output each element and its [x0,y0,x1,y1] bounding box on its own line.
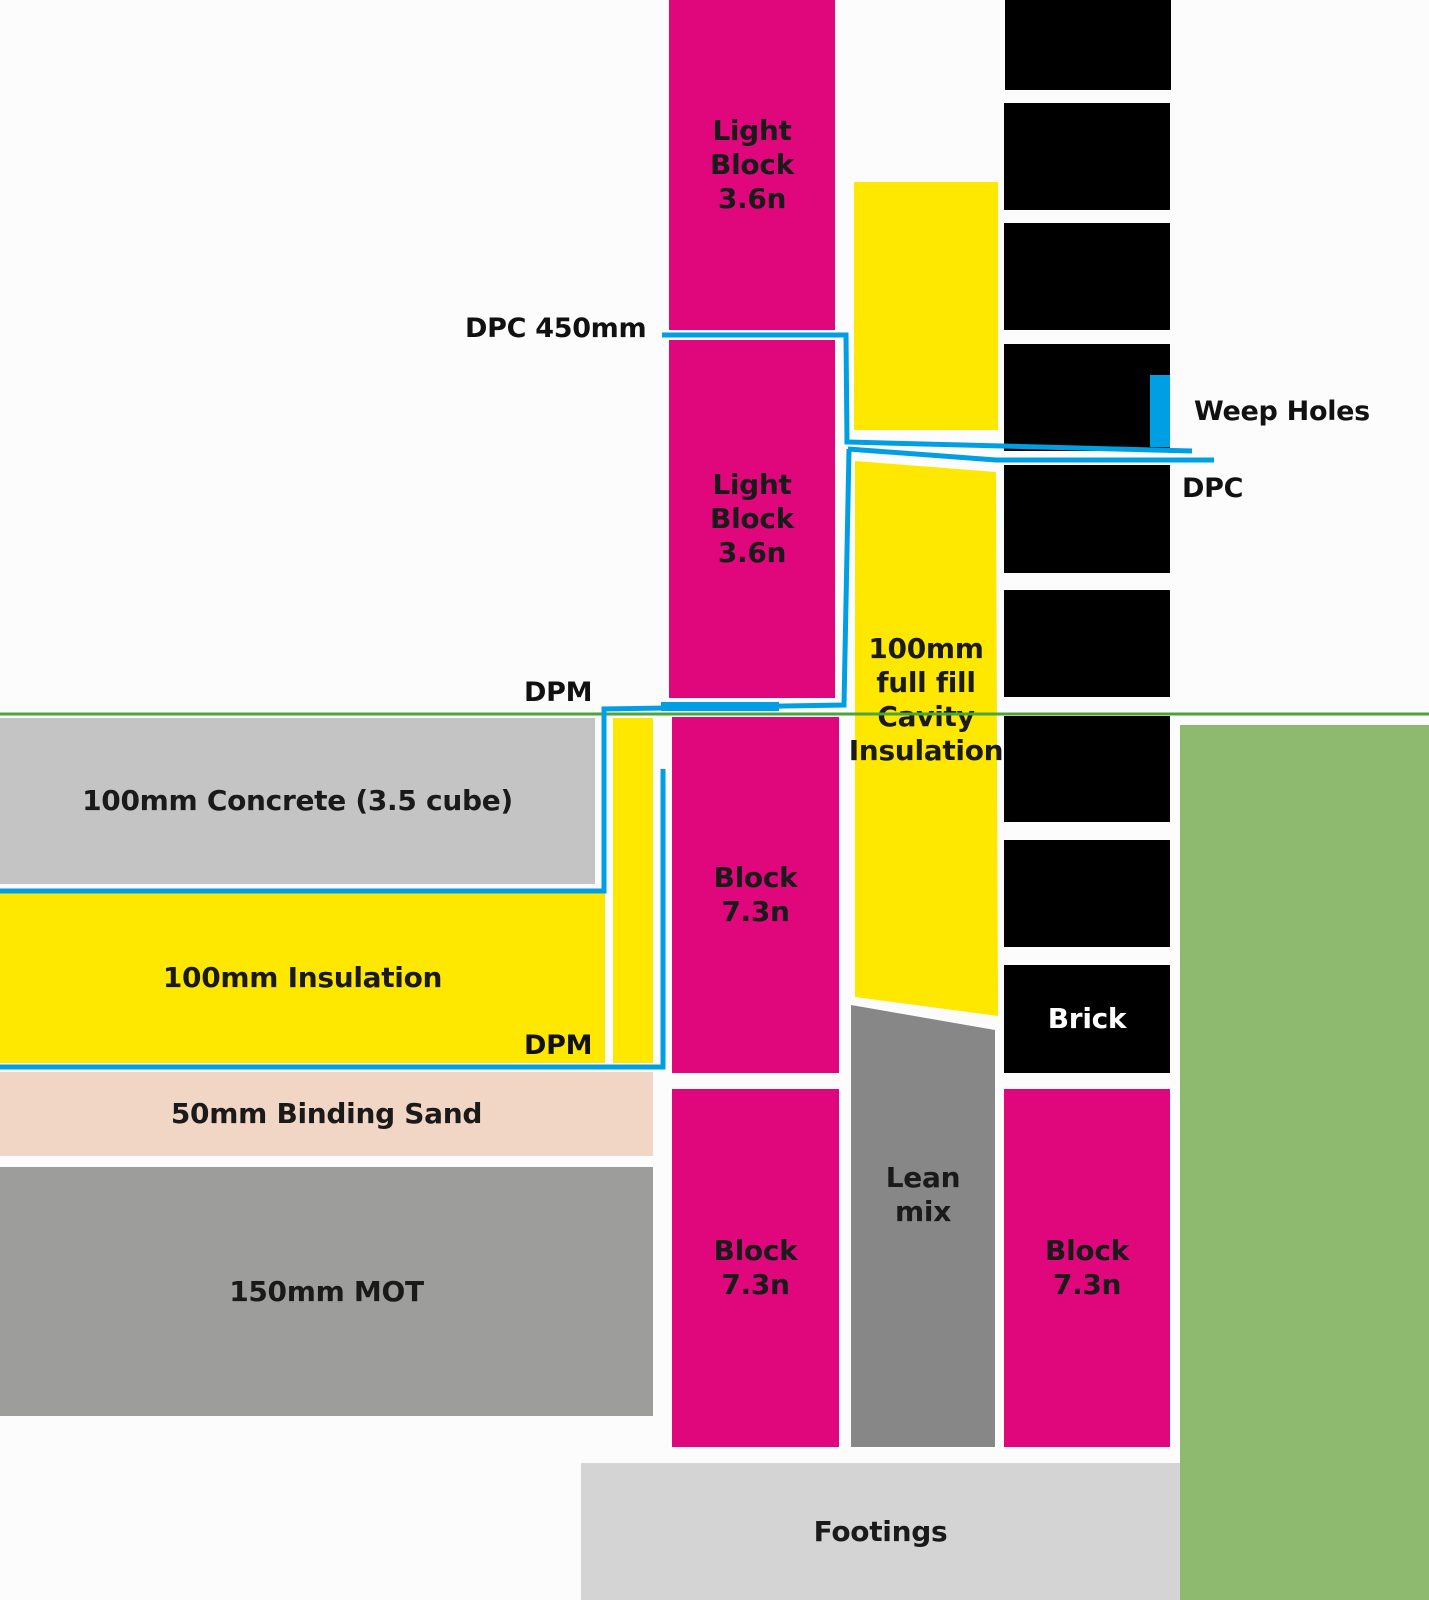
dpc-450-tray [662,332,1193,454]
brick [1004,344,1170,451]
brick [1004,840,1170,947]
dpm-upper [0,448,852,894]
brick [1004,223,1170,330]
brick [1004,465,1170,573]
brick [1005,0,1171,90]
mot-label: 150mm MOT [229,1274,424,1308]
lean-mix-label: Lean mix [885,1161,961,1228]
footings-label: Footings [813,1514,948,1548]
footings: Footings [581,1463,1180,1600]
upper-cavity-insulation [854,182,998,430]
lean-mix [851,1005,995,1447]
dpc-callout: DPC [1182,473,1244,504]
block-outer: Block 7.3n [1004,1089,1170,1447]
weep-hole [1150,375,1170,447]
perimeter-insulation-strip [613,718,653,1063]
light-block-upper-label: Light Block 3.6n [710,114,794,215]
binding-sand-label: 50mm Binding Sand [170,1097,483,1130]
mot-layer: 150mm MOT [0,1167,653,1416]
lean-mix-text: Lean mix [851,1155,995,1235]
dpc-line [847,446,1214,463]
brick [1004,716,1170,822]
cavity-insulation-label: 100mm full fill Cavity Insulation [848,632,1004,767]
binding-sand-layer: 50mm Binding Sand [0,1072,653,1156]
ground-soil [1180,725,1429,1600]
weep-holes-callout: Weep Holes [1194,396,1370,427]
dpc-450-callout: DPC 450mm [465,313,647,344]
brick [1004,590,1170,697]
concrete-slab: 100mm Concrete (3.5 cube) [0,718,595,884]
brick [1004,103,1170,210]
light-block-lower-label: Light Block 3.6n [710,468,794,569]
dpc-under-block [661,702,779,711]
block-inner-lower: Block 7.3n [672,1089,839,1447]
light-block-lower: Light Block 3.6n [669,340,835,698]
brick-labeled: Brick [1004,965,1170,1073]
dpm-upper-callout: DPM [524,677,593,708]
block-inner-upper-label: Block 7.3n [713,861,798,928]
floor-insulation-label: 100mm Insulation [162,961,443,994]
brick-label: Brick [1047,1002,1127,1035]
concrete-label: 100mm Concrete (3.5 cube) [82,784,513,817]
dpm-lower-callout: DPM [524,1030,593,1061]
dpm-lower [0,769,666,1070]
block-inner-lower-label: Block 7.3n [713,1234,798,1301]
floor-insulation: 100mm Insulation [0,893,605,1063]
light-block-upper: Light Block 3.6n [669,0,835,330]
block-inner-upper: Block 7.3n [672,717,839,1073]
block-outer-label: Block 7.3n [1045,1234,1129,1301]
cavity-insulation [855,461,998,1016]
cavity-insulation-text: 100mm full fill Cavity Insulation [846,630,1006,770]
